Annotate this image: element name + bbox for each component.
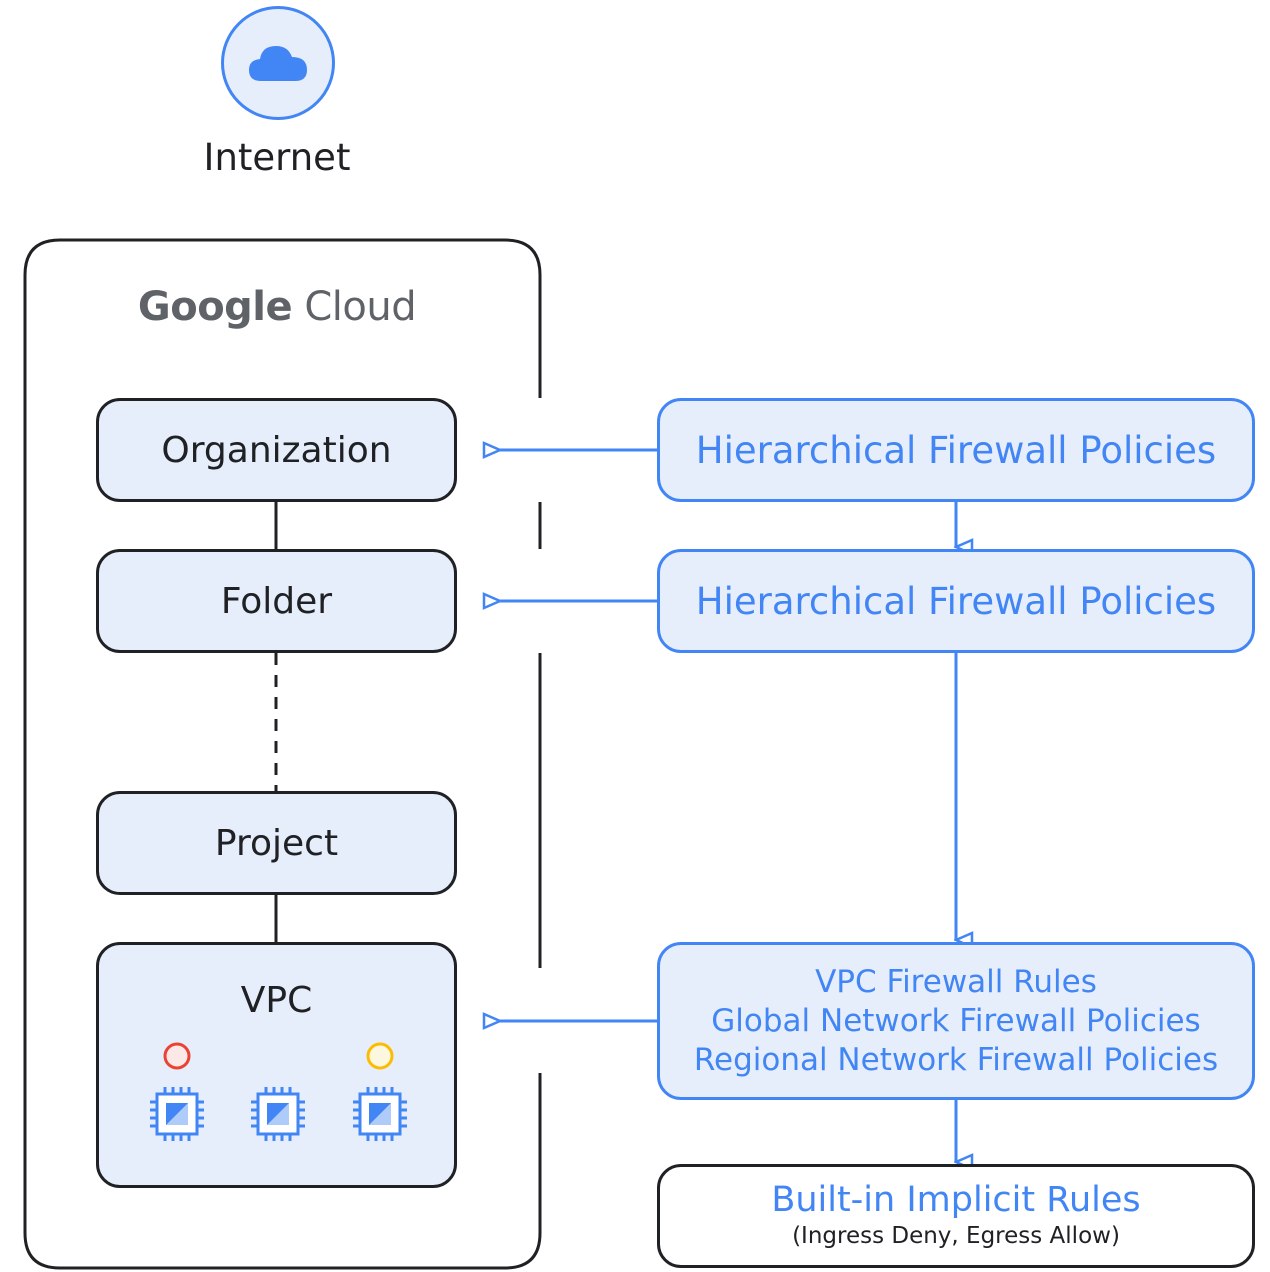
yellow-status-dot	[366, 1042, 394, 1070]
compute-chip-icon	[150, 1087, 204, 1141]
folder-hierarchical-firewall-policies: Hierarchical Firewall Policies	[657, 549, 1255, 653]
vpc-firewall-rules-label: VPC Firewall Rules	[815, 963, 1097, 1000]
compute-chip-icon	[353, 1087, 407, 1141]
builtin-subtitle: (Ingress Deny, Egress Allow)	[792, 1223, 1120, 1249]
logo-cloud-text: Cloud	[304, 284, 417, 330]
project-label: Project	[214, 822, 339, 864]
global-network-policies-label: Global Network Firewall Policies	[711, 1002, 1201, 1039]
google-cloud-container	[23, 238, 542, 1270]
organization-node: Organization	[96, 398, 457, 502]
cloud-icon	[249, 46, 307, 81]
org-hierarchical-firewall-policies: Hierarchical Firewall Policies	[657, 398, 1255, 502]
vpc-contents	[150, 1042, 407, 1141]
project-node: Project	[96, 791, 457, 895]
red-status-dot	[163, 1042, 191, 1070]
regional-network-policies-label: Regional Network Firewall Policies	[693, 1041, 1219, 1078]
builtin-title: Built-in Implicit Rules	[771, 1180, 1141, 1220]
google-cloud-logo: Google Cloud	[110, 284, 444, 330]
internet-label: Internet	[203, 136, 351, 179]
folder-policy-label: Hierarchical Firewall Policies	[695, 579, 1217, 623]
built-in-implicit-rules-box: Built-in Implicit Rules (Ingress Deny, E…	[657, 1164, 1255, 1268]
folder-node: Folder	[96, 549, 457, 653]
vpc-network-firewall-policies: VPC Firewall Rules Global Network Firewa…	[657, 942, 1255, 1100]
vpc-label: VPC	[240, 980, 313, 1021]
folder-label: Folder	[220, 580, 333, 622]
compute-chip-icon	[251, 1087, 305, 1141]
org-policy-label: Hierarchical Firewall Policies	[695, 428, 1217, 472]
logo-google-text: Google	[137, 284, 293, 330]
vpc-node: VPC	[96, 942, 457, 1188]
organization-label: Organization	[161, 429, 392, 471]
internet-cloud-circle	[221, 6, 335, 120]
